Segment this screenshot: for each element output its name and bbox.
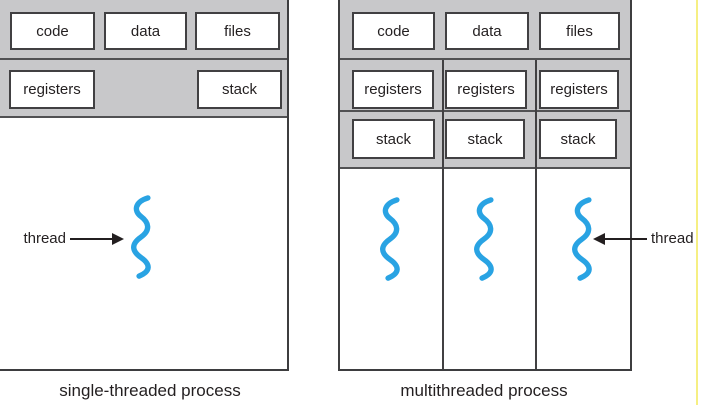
code-box: code [352,12,435,50]
thread-label: thread [651,230,694,247]
files-box: files [195,12,280,50]
thread-squiggle-icon [572,197,592,281]
registers-box: registers [539,70,619,109]
stack-box: stack [197,70,282,109]
registers-box: registers [352,70,434,109]
data-box: data [445,12,529,50]
data-box: data [104,12,187,50]
thread-squiggle-icon [131,195,151,279]
files-box: files [539,12,620,50]
page-edge-accent-line [696,0,698,405]
registers-box: registers [445,70,527,109]
column-divider [535,60,537,369]
column-divider [442,60,444,369]
stack-box: stack [539,119,617,159]
right-caption: multithreaded process [400,381,568,400]
stack-box: stack [445,119,525,159]
stack-box: stack [352,119,435,159]
single-threaded-process-panel: code data files registers stack thread [0,0,289,371]
thread-squiggle-icon [380,197,400,281]
arrow-left-icon [593,233,647,245]
multithreaded-process-panel: code data files registers registers regi… [338,0,632,371]
registers-box: registers [9,70,95,109]
thread-squiggle-icon [474,197,494,281]
arrow-right-icon [70,233,124,245]
left-caption: single-threaded process [59,381,241,400]
thread-label: thread [23,230,66,247]
code-box: code [10,12,95,50]
